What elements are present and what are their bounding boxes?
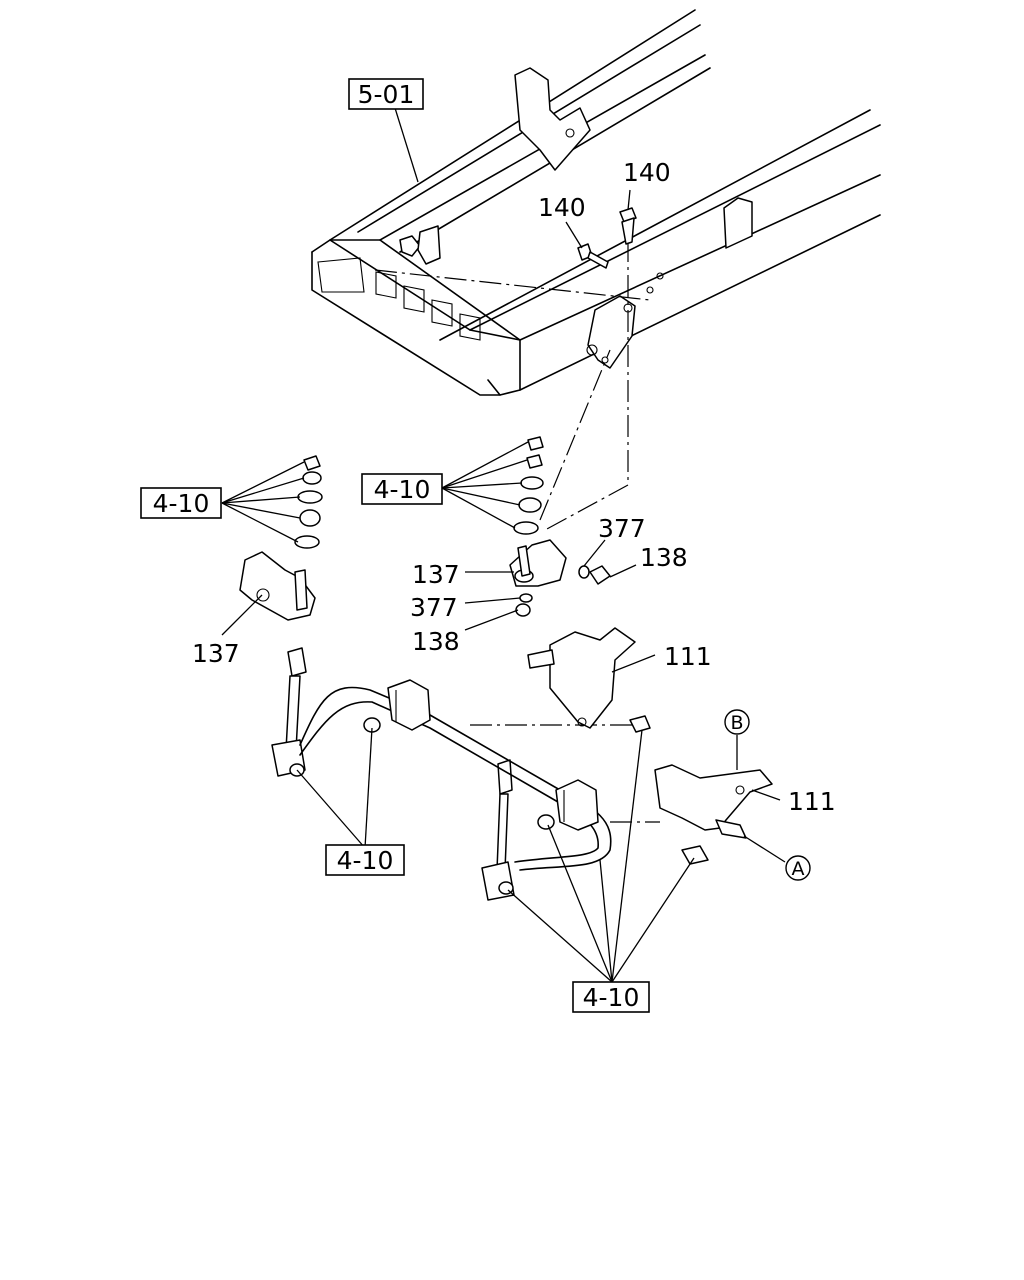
connector-b: B xyxy=(724,709,750,735)
connector-a: A xyxy=(785,855,811,881)
bracket-111-lower xyxy=(654,764,773,865)
ref-bottom-label: 4-10 xyxy=(583,983,640,1012)
connector-b-label: B xyxy=(730,712,743,734)
bracket-111-upper xyxy=(527,627,651,733)
ref-frame-label: 5-01 xyxy=(358,80,415,109)
part-111-upper: 111 xyxy=(664,642,712,671)
leader-lines xyxy=(221,107,786,983)
center-link-stack xyxy=(481,436,611,901)
callout-center-upper: 4-10 xyxy=(361,473,443,505)
ref-center-upper-label: 4-10 xyxy=(374,475,431,504)
connector-a-label: A xyxy=(792,858,805,880)
construction-lines xyxy=(374,240,660,823)
bolt-top xyxy=(619,207,637,245)
part-137-left: 137 xyxy=(192,639,240,668)
part-111-lower: 111 xyxy=(788,787,836,816)
part-137-center: 137 xyxy=(412,560,460,589)
ref-left-upper-label: 4-10 xyxy=(153,489,210,518)
part-138-right: 138 xyxy=(640,543,688,572)
left-link-stack xyxy=(239,455,323,777)
part-377-center: 377 xyxy=(410,593,458,622)
part-138-center: 138 xyxy=(412,627,460,656)
part-140-side: 140 xyxy=(538,193,586,222)
callout-left-lower: 4-10 xyxy=(325,844,405,876)
callout-bottom: 4-10 xyxy=(572,981,650,1013)
chassis-frame xyxy=(311,9,881,396)
part-140-top: 140 xyxy=(623,158,671,187)
ref-left-lower-label: 4-10 xyxy=(337,846,394,875)
stabilizer-bar xyxy=(299,679,612,871)
callout-left-upper: 4-10 xyxy=(140,487,222,519)
part-377-right: 377 xyxy=(598,514,646,543)
callout-frame: 5-01 xyxy=(348,78,424,110)
